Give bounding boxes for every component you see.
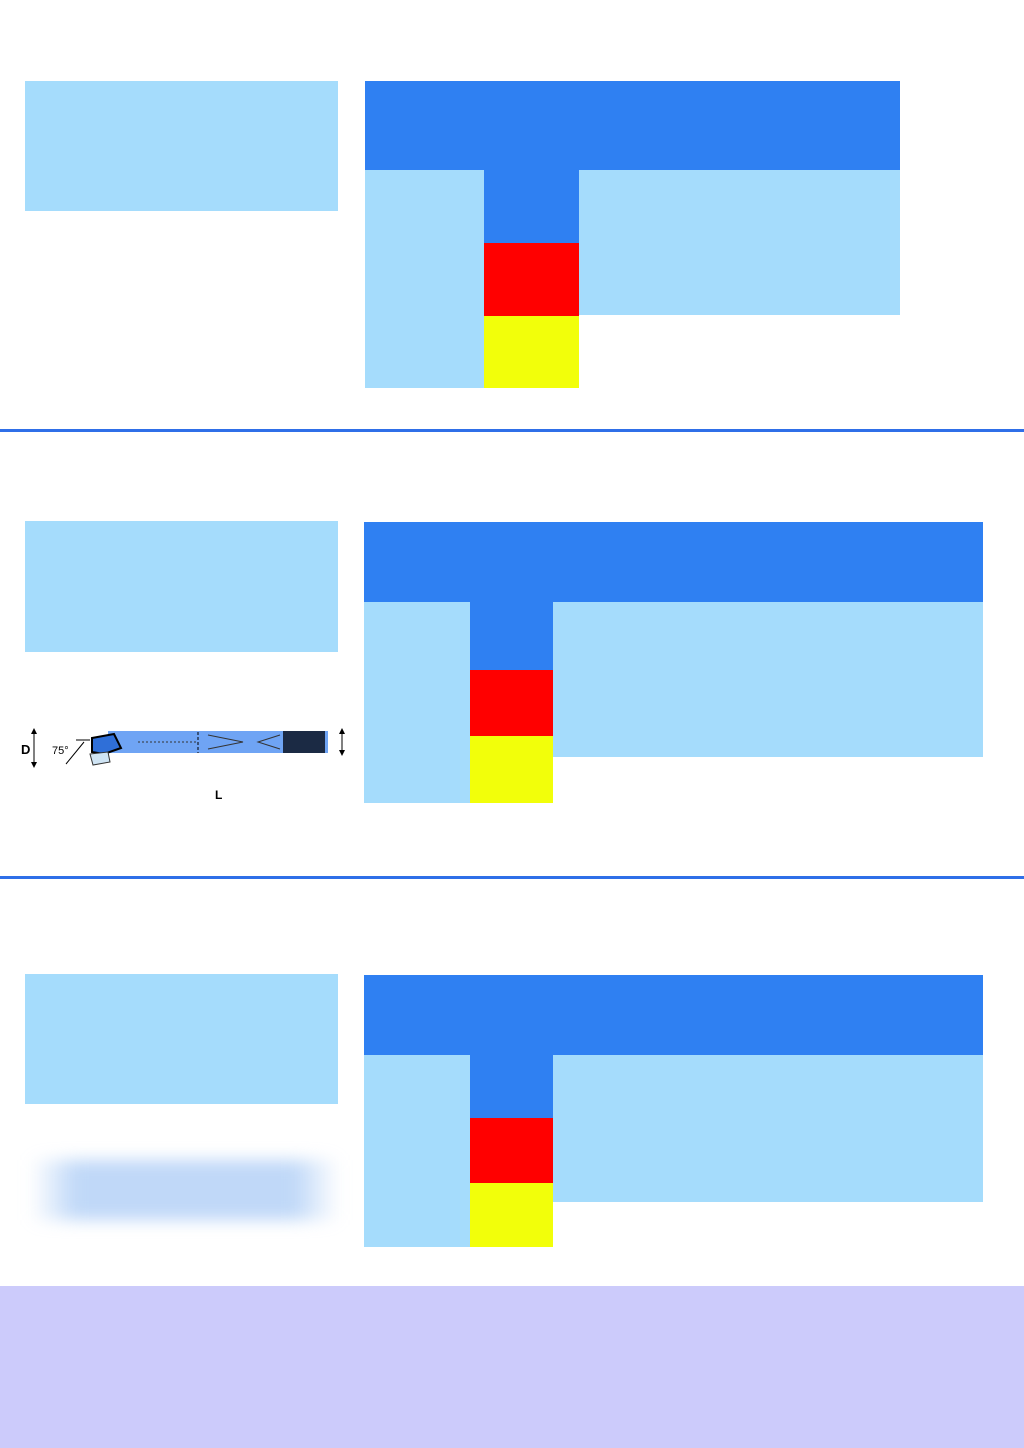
section2-t-stem bbox=[470, 602, 553, 670]
boring-tool-drawing: D 75° L bbox=[18, 718, 353, 808]
angle-label: 75° bbox=[52, 745, 69, 757]
section2-red-block bbox=[470, 670, 553, 736]
section1-red-block bbox=[484, 243, 579, 316]
section3-t-bar bbox=[364, 975, 983, 1055]
footer-band bbox=[0, 1286, 1024, 1448]
section3-yellow-block bbox=[470, 1183, 553, 1247]
section3-red-block bbox=[470, 1118, 553, 1183]
dimension-l-label: L bbox=[215, 788, 223, 802]
section2-t-bar bbox=[364, 522, 983, 602]
boring-tool-svg bbox=[31, 728, 345, 768]
section2-t-diagram bbox=[364, 522, 983, 803]
dimension-d-label: D bbox=[21, 742, 31, 757]
section3-t-stem bbox=[470, 1055, 553, 1118]
section1-yellow-block bbox=[484, 316, 579, 388]
section1-t-bar bbox=[365, 81, 900, 170]
section2-yellow-block bbox=[470, 736, 553, 803]
section1-t-stem bbox=[484, 170, 579, 243]
section1-t-diagram bbox=[365, 81, 900, 388]
section-divider-2 bbox=[0, 876, 1024, 879]
section3-left-panel bbox=[25, 974, 338, 1104]
section1-left-panel bbox=[25, 81, 338, 211]
section-divider-1 bbox=[0, 429, 1024, 432]
section3-t-diagram bbox=[364, 975, 983, 1247]
section2-left-panel bbox=[25, 521, 338, 652]
section3-blurred-tool bbox=[30, 1160, 340, 1220]
